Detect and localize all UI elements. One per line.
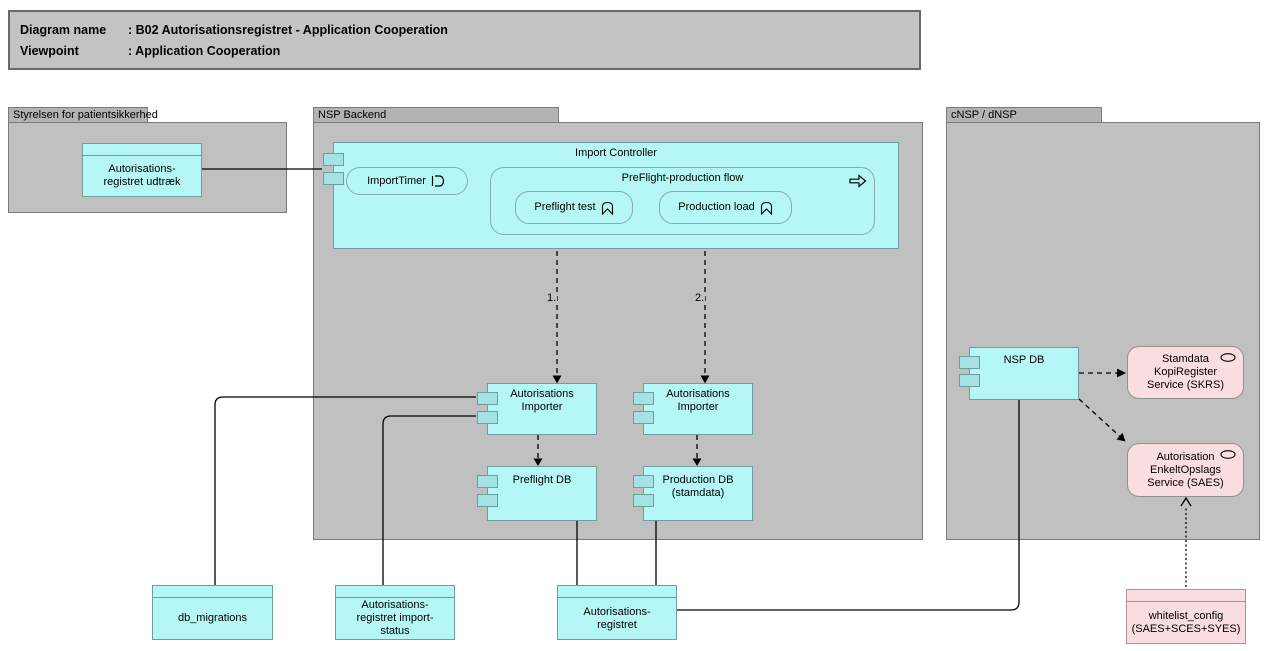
node-production-load[interactable]: Production load: [659, 191, 792, 224]
process-arrow-icon: [849, 174, 867, 188]
data-object-band: [1127, 590, 1245, 602]
node-label: whitelist_config (SAES+SCES+SYES): [1131, 609, 1241, 635]
service-icon: [1220, 450, 1236, 459]
node-label: NSP DB: [1003, 354, 1045, 366]
node-label: Autorisations- registret import- status: [356, 599, 434, 637]
node-label: Autorisations Importer: [510, 388, 574, 413]
node-autorisations-importer-left[interactable]: Autorisations Importer: [477, 383, 597, 435]
node-import-timer[interactable]: ImportTimer: [346, 167, 468, 195]
node-autorisationsregistret[interactable]: Autorisations- registret: [557, 585, 677, 640]
event-icon: [431, 175, 447, 187]
node-import-status[interactable]: Autorisations- registret import- status: [335, 585, 455, 640]
node-skrs-service[interactable]: Stamdata KopiRegister Service (SKRS): [1127, 346, 1244, 399]
component-port: [477, 475, 498, 488]
node-label: PreFlight-production flow: [621, 172, 744, 184]
component-port: [477, 494, 498, 507]
group-tab-styrelsen[interactable]: Styrelsen for patientsikkerhed: [8, 107, 158, 123]
data-object-band: [336, 586, 454, 598]
node-production-db[interactable]: Production DB (stamdata): [633, 466, 753, 521]
data-object-band: [83, 144, 201, 156]
diagram-name-value: : B02 Autorisationsregistret - Applicati…: [128, 23, 448, 37]
node-label: db_migrations: [177, 612, 248, 624]
viewpoint-value: : Application Cooperation: [128, 44, 281, 58]
node-autorisations-importer-right[interactable]: Autorisations Importer: [633, 383, 753, 435]
service-icon: [1220, 353, 1236, 362]
node-label: Production load: [678, 201, 755, 213]
function-icon: [601, 201, 614, 215]
node-label: Production DB (stamdata): [662, 474, 734, 499]
node-whitelist-config[interactable]: whitelist_config (SAES+SCES+SYES): [1126, 589, 1246, 644]
node-label: Autorisation EnkeltOpslags Service (SAES…: [1147, 450, 1224, 489]
node-label: Stamdata KopiRegister Service (SKRS): [1146, 353, 1225, 391]
group-tab-cnsp[interactable]: cNSP / dNSP: [946, 107, 1102, 123]
component-port: [633, 475, 654, 488]
component-port: [959, 374, 980, 387]
flow-step1-label: 1.: [546, 292, 558, 304]
group-tab-nsp-backend[interactable]: NSP Backend: [313, 107, 559, 123]
node-label: Preflight test: [534, 201, 596, 213]
node-label: Preflight DB: [512, 474, 572, 486]
node-autorisationsregistret-udtraek[interactable]: Autorisations- registret udtræk: [82, 143, 202, 197]
diagram-name-row: Diagram name : B02 Autorisationsregistre…: [20, 20, 919, 41]
node-db-migrations[interactable]: db_migrations: [152, 585, 273, 640]
viewpoint-label: Viewpoint: [20, 44, 79, 58]
component-port: [323, 153, 344, 166]
node-nsp-db[interactable]: NSP DB: [959, 347, 1079, 400]
component-port: [477, 411, 498, 424]
data-object-band: [558, 586, 676, 598]
data-object-band: [153, 586, 272, 598]
group-label-nsp-backend: NSP Backend: [318, 109, 387, 121]
node-preflight-db[interactable]: Preflight DB: [477, 466, 597, 521]
group-label-styrelsen: Styrelsen for patientsikkerhed: [13, 109, 158, 121]
component-port: [477, 392, 498, 405]
node-label: Autorisations- registret: [583, 605, 651, 631]
component-port: [633, 494, 654, 507]
diagram-name-label: Diagram name: [20, 23, 107, 37]
node-label: Autorisations- registret udtræk: [103, 163, 181, 188]
flow-step2-label: 2.: [694, 292, 706, 304]
diagram-title-block[interactable]: Diagram name : B02 Autorisationsregistre…: [8, 10, 921, 70]
viewpoint-row: Viewpoint : Application Cooperation: [20, 41, 919, 62]
component-port: [633, 411, 654, 424]
component-port: [323, 172, 344, 185]
node-label: Import Controller: [575, 147, 657, 159]
node-label: ImportTimer: [367, 174, 426, 187]
node-preflight-test[interactable]: Preflight test: [515, 191, 633, 224]
group-label-cnsp: cNSP / dNSP: [951, 109, 1017, 121]
node-saes-service[interactable]: Autorisation EnkeltOpslags Service (SAES…: [1127, 443, 1244, 497]
node-label: Autorisations Importer: [666, 388, 730, 413]
component-port: [633, 392, 654, 405]
function-icon: [760, 201, 773, 215]
component-port: [959, 356, 980, 369]
